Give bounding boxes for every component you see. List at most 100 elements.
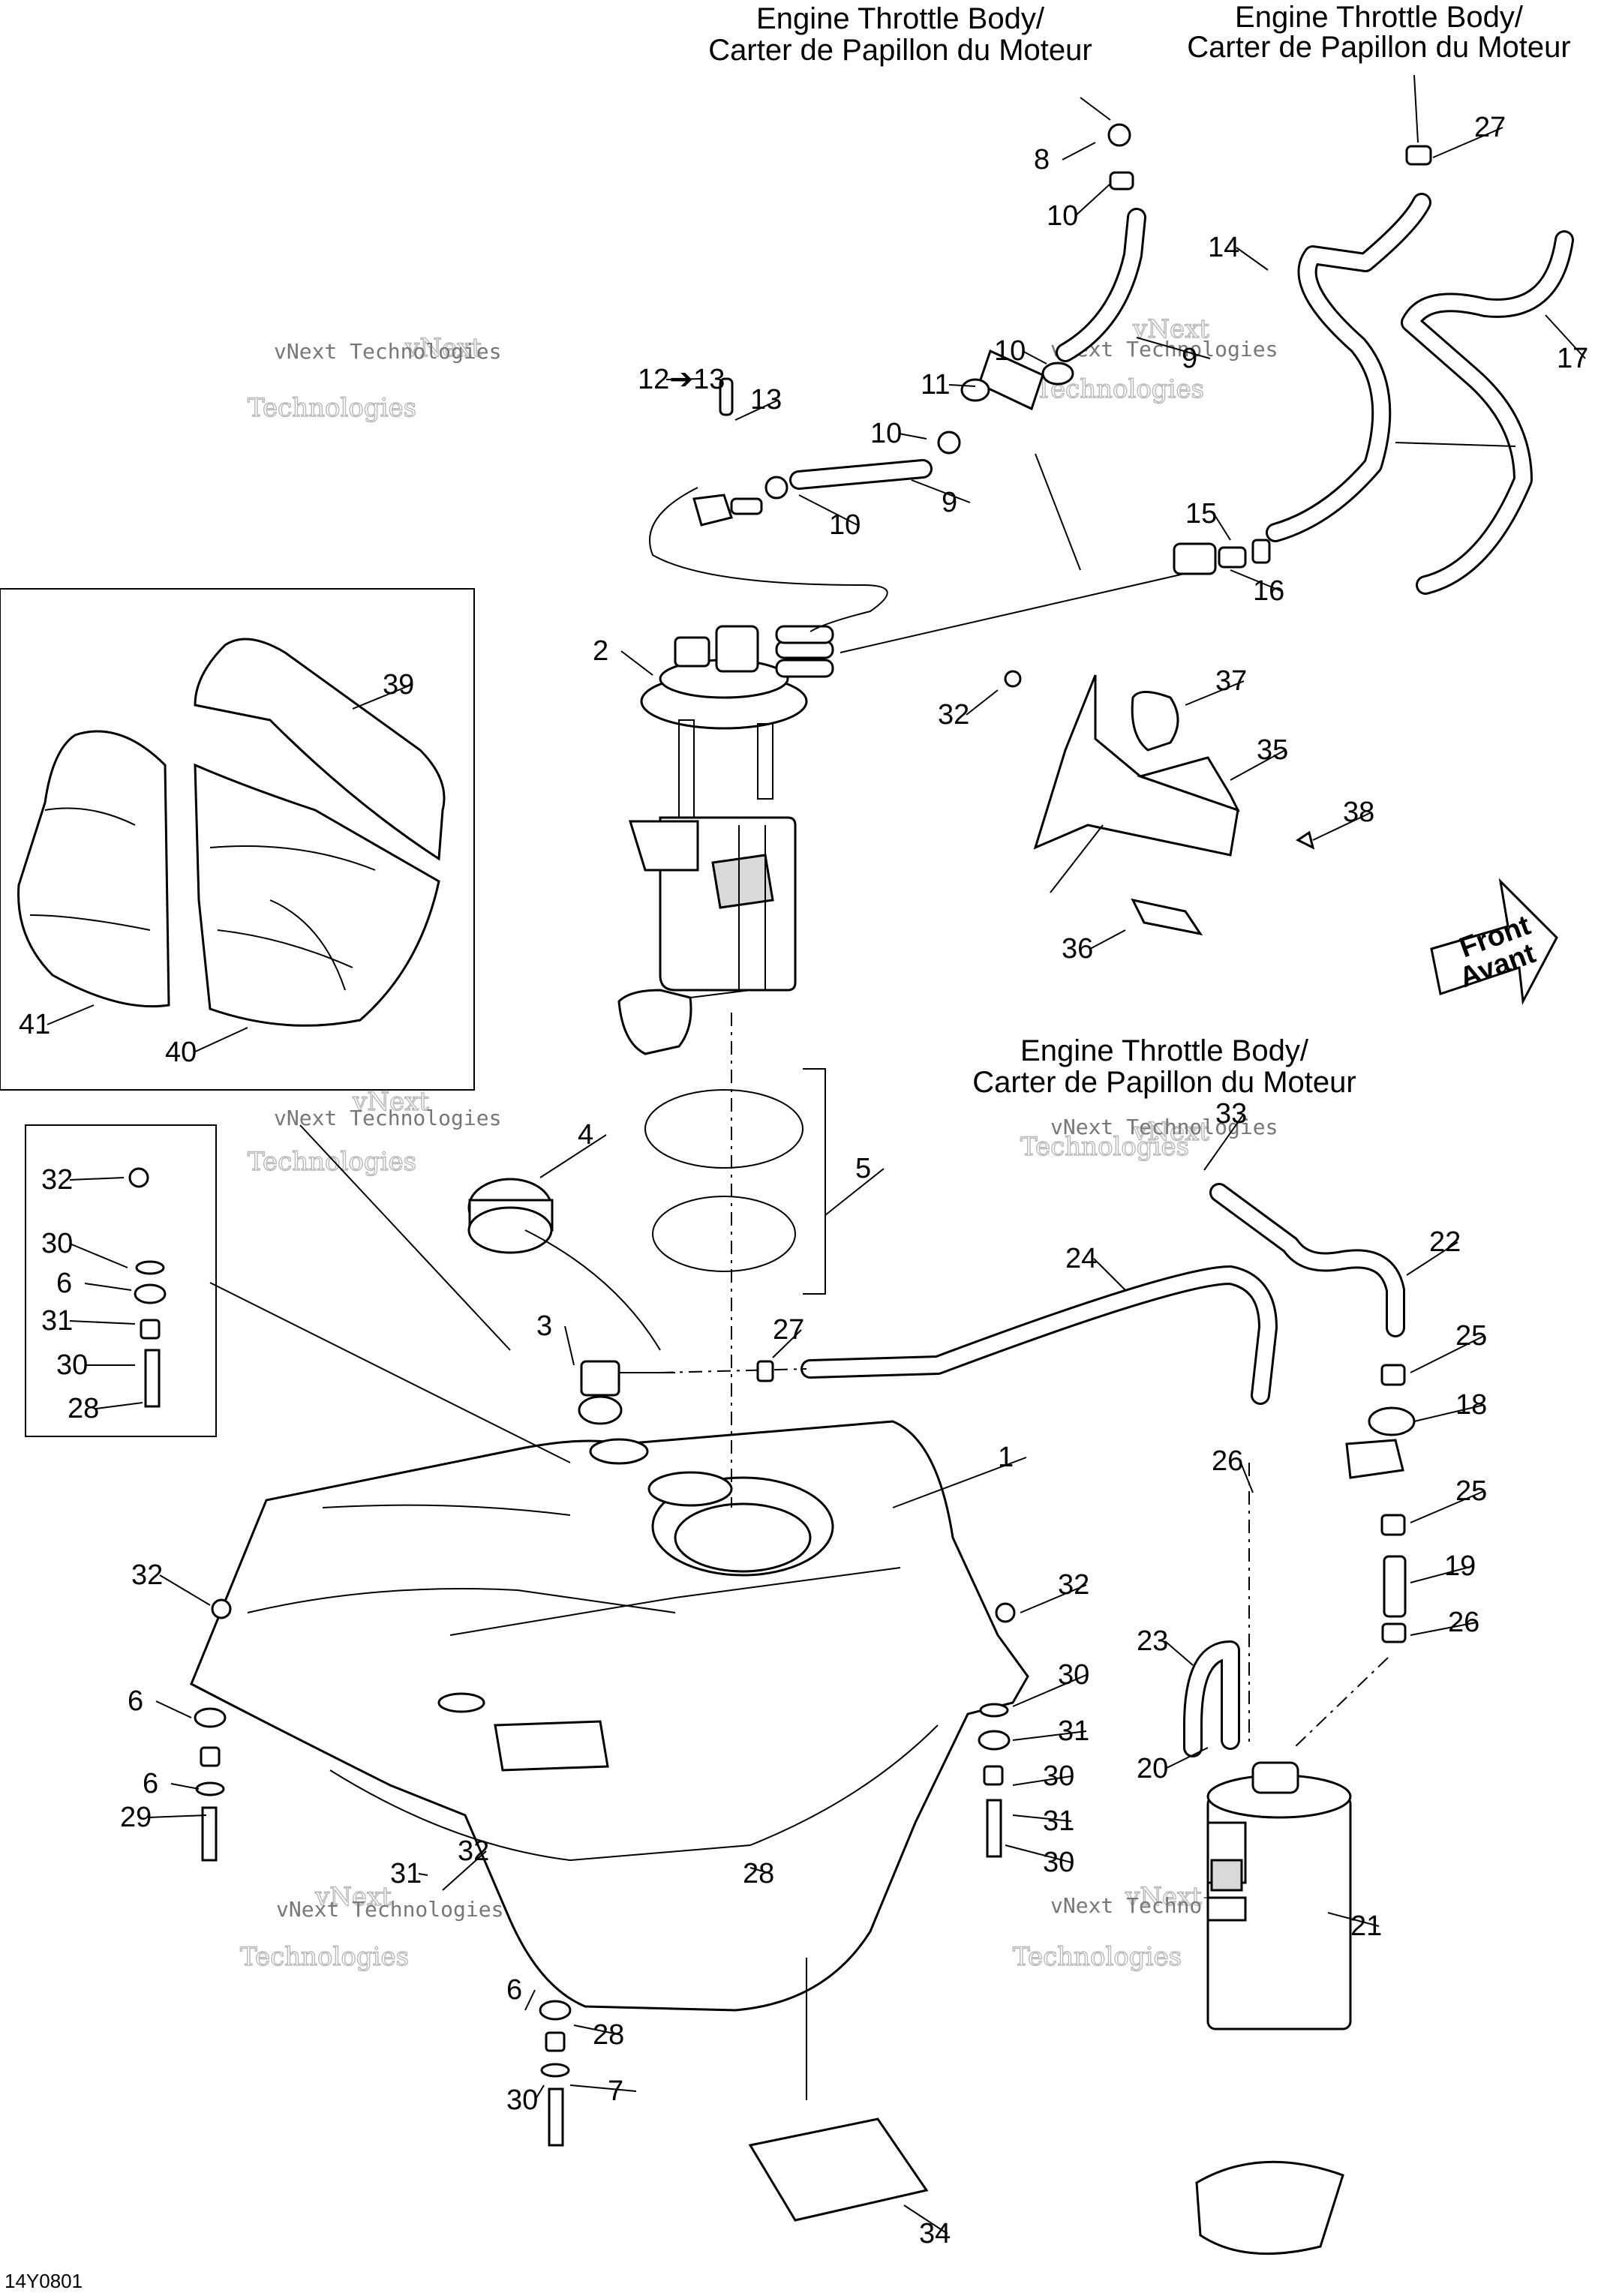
callout-label: 11	[921, 369, 950, 401]
fitting-8	[1080, 97, 1134, 191]
watermark-vnext: vNext	[404, 333, 482, 363]
callout-label: 32	[41, 1164, 73, 1196]
header-throttle-body-2: Engine Throttle Body/ Carter de Papillon…	[1187, 1, 1570, 64]
diagram-code: 14Y0801	[5, 2270, 83, 2292]
callout-label: 31	[1043, 1805, 1074, 1837]
panel-41	[17, 730, 170, 1008]
callout-label: 4	[578, 1119, 593, 1151]
callout-10: 10	[994, 335, 1047, 367]
watermark-technologies: Technologies	[240, 1942, 409, 1972]
callout-label: 3	[536, 1310, 552, 1342]
callout-22: 22	[1406, 1226, 1461, 1276]
callout-leader	[825, 1168, 885, 1216]
bracket-assembly	[1004, 670, 1315, 936]
callout-label: 35	[1257, 734, 1288, 766]
callout-leader	[159, 1574, 211, 1606]
callout-26: 26	[1212, 1445, 1254, 1493]
leader-inset-tank	[209, 1282, 571, 1463]
callout-leader	[442, 1850, 487, 1891]
callout-label: 8	[1034, 144, 1050, 176]
callout-label: 13	[750, 384, 782, 416]
callout-leader	[798, 494, 858, 526]
callout-leader	[1062, 142, 1096, 161]
callout-17: 17	[1545, 314, 1588, 374]
watermark-vnext: vNext	[1132, 1117, 1209, 1147]
callout-4: 4	[539, 1119, 607, 1178]
callout-leader	[84, 1283, 132, 1291]
callout-32: 32	[938, 689, 999, 731]
callout-leader	[170, 1783, 200, 1790]
inset-box-mount	[25, 1124, 217, 1437]
header-line2: Carter de Papillon du Moteur	[708, 34, 1092, 67]
callout-28: 28	[573, 2019, 624, 2051]
callout-30: 30	[1012, 1659, 1089, 1707]
header-line1: Engine Throttle Body/	[1020, 1034, 1309, 1067]
callout-leader	[69, 1243, 128, 1268]
callout-label: 39	[383, 669, 414, 701]
callout-leader	[620, 650, 653, 676]
callout-label: 10	[829, 509, 861, 541]
callout-leader	[1545, 314, 1586, 359]
callout-label: 5	[855, 1153, 871, 1184]
callout-label: 33	[1215, 1098, 1247, 1130]
callout-label: 31	[41, 1305, 73, 1337]
callout-leader	[1410, 1622, 1477, 1636]
o-rings	[644, 1068, 826, 1295]
leader-cap-neck	[299, 1124, 511, 1351]
inset-box-panels	[0, 588, 475, 1091]
callout-28: 28	[68, 1393, 143, 1424]
callout-30: 30	[1012, 1760, 1074, 1792]
callout-leader	[1432, 127, 1503, 158]
header-line1: Engine Throttle Body/	[756, 2, 1045, 35]
callout-27: 27	[772, 1314, 804, 1358]
callout-6: 6	[56, 1268, 132, 1299]
callout-9: 9	[911, 479, 971, 518]
fuel-tank	[190, 1420, 1029, 2012]
callout-30: 30	[56, 1349, 135, 1381]
callout-label: 27	[773, 1314, 804, 1346]
callout-15: 15	[1185, 498, 1231, 541]
callout-label: 2	[593, 635, 608, 667]
callout-9: 9	[1136, 337, 1211, 374]
callout-5: 5	[825, 1153, 885, 1216]
callout-21: 21	[1327, 1910, 1382, 1942]
callout-label: 30	[1058, 1659, 1089, 1691]
gasket-34	[1195, 2160, 1344, 2255]
callout-leader	[1089, 929, 1126, 950]
callout-label: 16	[1253, 575, 1284, 607]
callout-leader	[1236, 247, 1269, 271]
callout-leader	[665, 378, 702, 380]
callout-leader	[1012, 1730, 1087, 1741]
valve-18	[1345, 1364, 1416, 1643]
callout-leader	[573, 2024, 622, 2036]
callout-31: 31	[390, 1858, 428, 1889]
callout-25: 25	[1410, 1320, 1487, 1373]
clamp-27-top	[1405, 74, 1432, 166]
callout-40: 40	[165, 1027, 248, 1068]
watermark-technologies: Technologies	[1020, 1132, 1189, 1162]
watermark-small: vNext Technologies	[276, 1897, 503, 1922]
callout-19: 19	[1410, 1550, 1476, 1583]
callout-label: 10	[870, 418, 902, 449]
callout-label: 6	[128, 1685, 143, 1717]
callout-31: 31	[41, 1305, 136, 1337]
callout-39: 39	[352, 669, 414, 710]
callout-leader	[1312, 812, 1372, 841]
callout-label: 7	[608, 2075, 623, 2107]
callout-label: 27	[1474, 112, 1506, 143]
callout-leader	[1410, 1335, 1485, 1373]
callout-10: 10	[798, 494, 861, 541]
callout-leader	[1093, 1258, 1126, 1291]
callout-leader	[524, 1989, 536, 2011]
callout-14: 14	[1208, 232, 1269, 271]
callout-leader	[1230, 749, 1286, 781]
callout-label: 32	[131, 1559, 163, 1591]
callout-18: 18	[1413, 1389, 1487, 1422]
mount-hardware-bottom	[539, 2000, 572, 2147]
connector-16	[1173, 539, 1271, 575]
callout-leader	[892, 1457, 1027, 1508]
callout-36: 36	[1062, 929, 1126, 965]
callout-leader	[69, 1320, 136, 1325]
callout-label: 30	[1043, 1760, 1074, 1792]
front-arrow: Front Avant	[1430, 878, 1558, 1006]
